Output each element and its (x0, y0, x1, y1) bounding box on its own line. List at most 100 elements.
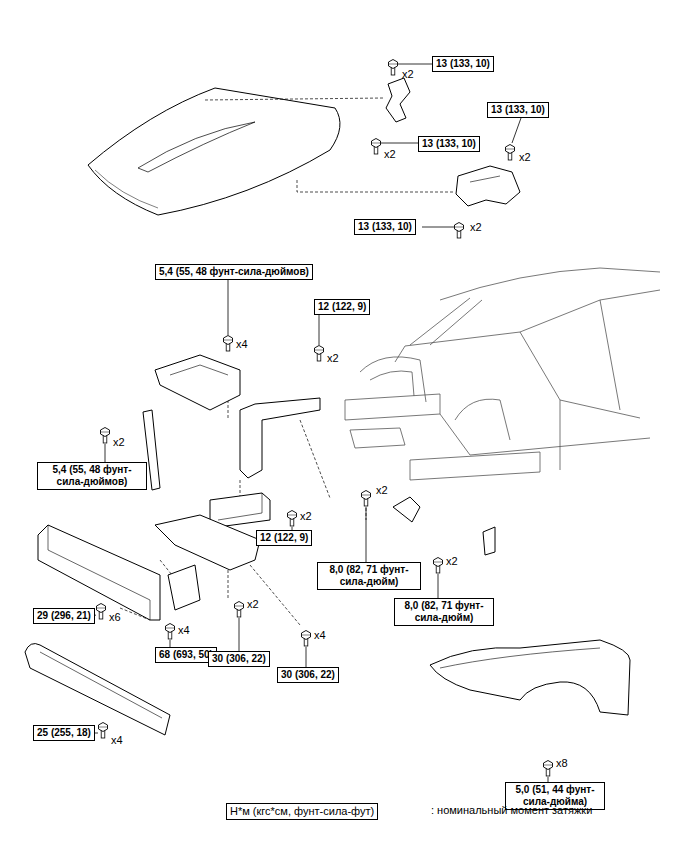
hood (88, 88, 340, 215)
vehicle-body-part (350, 428, 405, 448)
leader-lines-part (398, 64, 432, 65)
bolts-part (544, 761, 553, 777)
vehicle-body-part (560, 400, 561, 470)
front-fender-part (430, 640, 630, 715)
leader-lines-part (306, 647, 307, 667)
torque-box: 29 (296, 21) (33, 608, 95, 624)
torque-value: 30 (306, 22) (281, 669, 335, 681)
bolts-part (166, 624, 175, 640)
bumper-parts-part (40, 652, 162, 718)
torque-box: 5,4 (55, 48 фунт-сила-дюймов) (155, 264, 313, 280)
dashed-guides-part (240, 480, 241, 497)
quantity-mark: x2 (376, 484, 388, 497)
quantity-mark: x2 (300, 510, 312, 523)
leader-lines-part (422, 227, 454, 228)
bolts-part (288, 511, 297, 527)
torque-box: 30 (306, 22) (208, 651, 270, 667)
dashed-guides-part (297, 180, 455, 192)
vehicle-body-part (600, 300, 620, 410)
torque-value: 25 (255, 18) (37, 727, 91, 739)
bolts-part (224, 336, 233, 352)
dashed-guides-part (160, 560, 172, 575)
quantity-mark: x6 (109, 611, 121, 624)
dashed-guides-part (228, 400, 229, 420)
vehicle-body-part (470, 438, 650, 455)
quantity-mark: x4 (178, 624, 190, 637)
torque-box: 30 (306, 22) (277, 667, 339, 683)
radiator-support-part (218, 493, 262, 520)
quantity-mark: x2 (519, 151, 531, 164)
radiator-support-part (155, 355, 240, 410)
radiator-support-part (240, 398, 320, 478)
fender-brackets (393, 497, 495, 555)
torque-value: 8,0 (82, 71 фунт- сила-дюйм) (321, 564, 417, 588)
quantity-mark: x8 (556, 757, 568, 770)
fender-brackets-part (393, 497, 420, 522)
leader-lines-part (366, 507, 367, 562)
leader-lines-part (170, 640, 171, 647)
torque-value: 68 (693, 50) (159, 649, 213, 661)
hood-hinges (386, 78, 520, 206)
torque-box: 5,4 (55, 48 фунт- сила-дюймов) (37, 462, 147, 490)
vehicle-body-part (370, 371, 414, 396)
front-fender-part (440, 648, 600, 668)
torque-value: 13 (133, 10) (436, 58, 490, 70)
torque-value: 13 (133, 10) (422, 138, 476, 150)
torque-box: 13 (133, 10) (432, 56, 494, 72)
bolts-part (315, 346, 324, 362)
bolts-part (389, 60, 398, 76)
torque-box: 13 (133, 10) (487, 102, 549, 118)
torque-box: 13 (133, 10) (354, 219, 416, 235)
torque-value: 8,0 (82, 71 фунт- сила-дюйм) (398, 600, 490, 624)
vehicle-body-part (410, 298, 470, 345)
hood-part (138, 122, 255, 172)
torque-value: 5,4 (55, 48 фунт- сила-дюймов) (41, 464, 143, 488)
bolts-part (235, 602, 244, 618)
legend-box: Н*м (кгс*см, фунт-сила-фут) (226, 803, 378, 820)
radiator-support (143, 355, 320, 570)
bumper-parts-part (25, 644, 170, 735)
radiator-support-part (210, 493, 270, 527)
leader-lines (93, 64, 548, 782)
torque-value: 12 (122, 9) (260, 532, 308, 544)
torque-box: 8,0 (82, 71 фунт- сила-дюйм) (394, 598, 494, 626)
hood-hinges-part (470, 176, 500, 182)
bumper-parts-part (38, 525, 160, 620)
legend-description: : номинальный момент затяжки (431, 804, 592, 817)
bolts-part (455, 223, 464, 239)
radiator-support-part (170, 365, 228, 375)
quantity-mark: x2 (470, 221, 482, 234)
torque-box: 8,0 (82, 71 фунт- сила-дюйм) (317, 562, 421, 590)
leader-lines-part (239, 618, 240, 651)
dashed-guides-part (300, 420, 330, 498)
torque-value: 30 (306, 22) (212, 653, 266, 665)
dashed-guides-part (205, 98, 384, 100)
vehicle-body-part (440, 414, 470, 455)
vehicle-body-part (430, 300, 482, 345)
bolts (97, 60, 553, 777)
quantity-mark: x2 (402, 68, 414, 81)
radiator-support-part (155, 515, 260, 570)
leader-lines-part (228, 280, 229, 335)
hood-hinges-part (456, 166, 520, 206)
leader-lines-part (512, 118, 521, 143)
torque-value: 5,4 (55, 48 фунт-сила-дюймов) (159, 266, 309, 278)
bumper-parts-part (168, 565, 200, 610)
leader-lines-part (438, 574, 439, 598)
quantity-mark: x4 (314, 629, 326, 642)
bolts-part (101, 428, 110, 444)
torque-value: 29 (296, 21) (37, 610, 91, 622)
torque-value: 13 (133, 10) (358, 221, 412, 233)
torque-box: 13 (133, 10) (418, 136, 480, 152)
torque-box: 12 (122, 9) (314, 299, 370, 315)
quantity-mark: x2 (113, 436, 125, 449)
vehicle-body-part (395, 290, 660, 362)
hood-hinges-part (386, 78, 410, 122)
bolts-part (372, 139, 381, 155)
bumper-parts (25, 525, 200, 735)
leader-lines-part (381, 143, 418, 144)
hood-part (95, 170, 158, 208)
bolts-part (99, 723, 108, 739)
